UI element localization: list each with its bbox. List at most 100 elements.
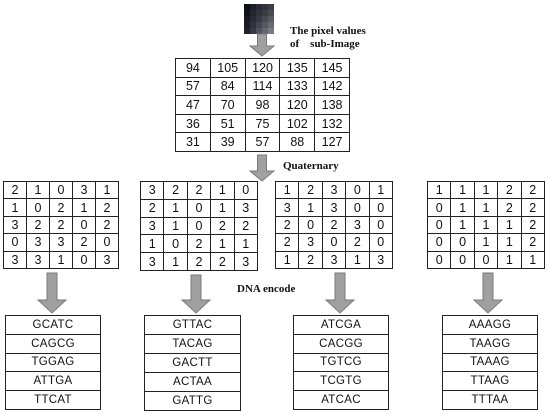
dna-row: GACTT — [144, 353, 241, 373]
pixel-value-cell: 88 — [279, 132, 316, 152]
quaternary-digit-cell: 2 — [345, 233, 370, 252]
pixel-value-cell: 133 — [279, 76, 316, 97]
quaternary-digit-cell: 1 — [497, 215, 522, 235]
dna-sequence-cell: TGGAG — [5, 352, 101, 373]
pixel-value-cell: 51 — [209, 113, 246, 134]
quaternary-digit-cell: 2 — [274, 233, 300, 252]
dna-row: TCGTG — [293, 371, 389, 392]
quaternary-digit-cell: 1 — [345, 250, 370, 270]
dna-sequence-cell: TAAGG — [442, 333, 538, 354]
quaternary-digit-cell: 3 — [3, 250, 27, 270]
quaternary-digit-cell: 2 — [210, 252, 235, 271]
dna-sequence-cell: TTAAG — [442, 371, 538, 392]
sub-image-pixel — [250, 22, 256, 28]
dna-sequence-cell: AAAGG — [442, 315, 538, 335]
quaternary-digit-cell: 1 — [298, 198, 323, 217]
quaternary-digit-cell: 1 — [450, 198, 475, 217]
dna-row: CACGG — [293, 333, 389, 354]
quaternary-digit-cell: 0 — [95, 233, 119, 252]
quaternary-digit-cell: 3 — [274, 198, 300, 217]
arrow-to-pixel-matrix — [248, 33, 276, 57]
dna-sequence-cell: GCATC — [5, 315, 101, 335]
quaternary-digit-cell: 2 — [72, 233, 96, 252]
dna-sequence-cell: TCGTG — [293, 371, 389, 392]
pixel-value-cell: 135 — [279, 58, 316, 78]
quaternary-digit-cell: 1 — [497, 250, 522, 270]
dna-encode-caption: DNA encode — [237, 283, 296, 295]
quaternary-digit-cell: 2 — [321, 215, 347, 235]
dna-sequence-cell: ATCGA — [293, 315, 389, 335]
quaternary-digit-cell: 1 — [497, 233, 522, 252]
dna-sequence-cell: GACTT — [144, 353, 241, 373]
dna-row: GTTAC — [144, 315, 241, 335]
quaternary-digit-cell: 2 — [139, 198, 165, 218]
dna-row: ATCAC — [293, 390, 389, 410]
sub-image-pixel — [262, 16, 268, 22]
quaternary-digit-cell: 3 — [139, 216, 165, 236]
sub-image-pixel — [244, 10, 250, 16]
quaternary-digit-cell: 3 — [72, 180, 96, 200]
quaternary-digit-cell: 1 — [163, 198, 188, 218]
quaternary-digit-cell: 1 — [210, 234, 235, 254]
quaternary-digit-cell: 1 — [450, 180, 475, 200]
quaternary-digit-cell: 0 — [49, 180, 73, 200]
pixel-value-cell: 114 — [244, 76, 281, 97]
sub-image-pixel — [268, 16, 274, 22]
dna-row: ATTGA — [5, 371, 101, 392]
quaternary-digit-cell: 1 — [26, 180, 50, 200]
quaternary-digit-cell: 0 — [426, 250, 452, 270]
quaternary-digit-cell: 1 — [72, 198, 96, 217]
sub-image-pixel — [256, 22, 262, 28]
pixel-value-cell: 142 — [314, 76, 350, 97]
quaternary-digit-cell: 0 — [163, 234, 188, 254]
quaternary-digit-cell: 3 — [298, 233, 323, 252]
quaternary-digit-cell: 1 — [473, 198, 499, 217]
pixel-value-cell: 31 — [175, 132, 211, 152]
quaternary-digit-cell: 3 — [139, 252, 165, 271]
quaternary-digit-cell: 0 — [233, 181, 259, 200]
pixel-value-cell: 98 — [244, 95, 281, 115]
quaternary-digit-cell: 3 — [49, 233, 73, 252]
quaternary-digit-cell: 0 — [26, 198, 50, 217]
dna-sequence-cell: TAAAG — [442, 352, 538, 373]
quaternary-digit-cell: 0 — [298, 215, 323, 235]
dna-row: GATTG — [144, 391, 241, 411]
quaternary-digit-cell: 2 — [95, 215, 119, 235]
sub-image-pixel — [244, 28, 250, 34]
quaternary-digit-cell: 0 — [426, 198, 452, 217]
dna-sequence-cell: ACTAA — [144, 372, 241, 392]
quaternary-digit-cell: 1 — [473, 180, 499, 200]
quaternary-digit-cell: 2 — [298, 250, 323, 270]
dna-sequence-cell: TTTAA — [442, 390, 538, 410]
quaternary-digit-cell: 2 — [95, 198, 119, 217]
quaternary-digit-cell: 2 — [520, 233, 546, 252]
quaternary-digit-cell: 1 — [520, 250, 546, 270]
quaternary-digit-cell: 0 — [450, 250, 475, 270]
quaternary-digit-cell: 1 — [139, 234, 165, 254]
pixel-value-cell: 105 — [209, 58, 246, 78]
sub-image-pixel — [268, 10, 274, 16]
pixel-value-cell: 57 — [175, 76, 211, 97]
quaternary-digit-cell: 2 — [49, 198, 73, 217]
quaternary-digit-cell: 3 — [26, 250, 50, 270]
sub-image-pixel — [244, 16, 250, 22]
quaternary-digit-cell: 2 — [163, 181, 188, 200]
sub-image-pixel — [262, 10, 268, 16]
quaternary-digit-cell: 2 — [186, 234, 212, 254]
quaternary-digit-cell: 3 — [3, 215, 27, 235]
